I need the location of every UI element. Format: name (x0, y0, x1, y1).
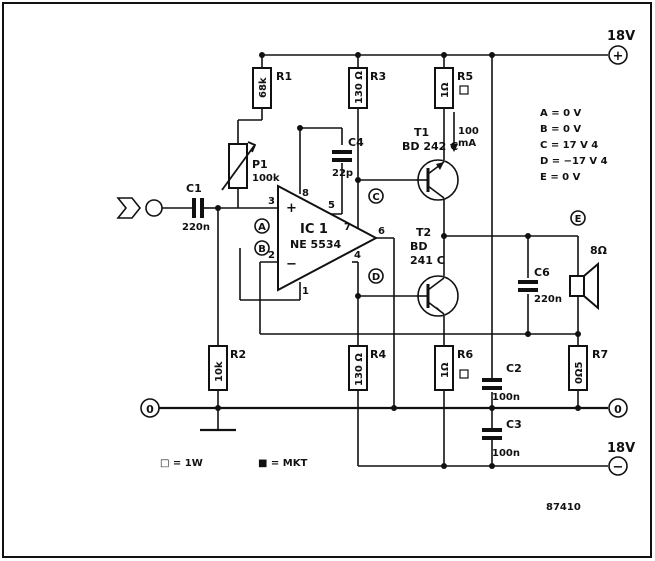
svg-text:−: − (286, 257, 297, 272)
svg-text:C6: C6 (534, 266, 550, 279)
svg-text:C3: C3 (506, 418, 522, 431)
resistor-r7: 0Ω5 R7 (568, 345, 608, 391)
test-point-e: E (570, 210, 586, 226)
svg-text:NE 5534: NE 5534 (290, 238, 342, 251)
test-point-d: D (368, 268, 384, 284)
resistor-r6: 1Ω R6 (434, 345, 473, 391)
resistor-r4: 130 Ω R4 (348, 345, 386, 391)
svg-text:10k: 10k (214, 361, 225, 382)
svg-text:5: 5 (328, 200, 335, 211)
svg-text:+: + (613, 49, 624, 64)
junction-dots (215, 52, 581, 469)
svg-text:68k: 68k (258, 77, 269, 98)
supply-negative-label: 18V (607, 441, 635, 456)
svg-text:100n: 100n (492, 392, 520, 403)
voltage-e: E = 0 V (540, 172, 581, 183)
svg-text:T1: T1 (414, 126, 429, 139)
svg-text:E: E (575, 214, 582, 225)
svg-text:100k: 100k (252, 173, 280, 184)
test-point-a: A (254, 218, 270, 234)
svg-text:T2: T2 (416, 226, 431, 239)
svg-text:R3: R3 (370, 70, 386, 83)
resistor-r1: 68k R1 (252, 67, 292, 109)
svg-text:IC 1: IC 1 (300, 222, 328, 237)
supply-negative-terminal: − 18V (607, 441, 635, 476)
input-connector (116, 197, 163, 219)
svg-text:220n: 220n (182, 222, 210, 233)
voltage-d: D = −17 V 4 (540, 156, 608, 167)
svg-text:22p: 22p (332, 168, 353, 179)
svg-text:+: + (286, 201, 297, 216)
svg-text:P1: P1 (252, 158, 268, 171)
capacitor-c4: C4 22p (332, 136, 364, 179)
svg-text:100n: 100n (492, 448, 520, 459)
svg-text:220n: 220n (534, 294, 562, 305)
svg-text:130 Ω: 130 Ω (354, 353, 365, 386)
figure-number: 87410 (546, 502, 581, 513)
resistor-r5: 1Ω R5 (434, 67, 473, 109)
svg-text:R4: R4 (370, 348, 386, 361)
capacitor-c1: C1 220n (182, 182, 210, 233)
svg-text:D: D (372, 272, 380, 283)
svg-text:C4: C4 (348, 136, 364, 149)
transistor-t2: T2 BD 241 C (410, 226, 459, 317)
supply-positive-label: 18V (607, 29, 635, 44)
svg-text:1Ω: 1Ω (440, 82, 451, 98)
svg-text:−: − (613, 460, 624, 475)
svg-text:1: 1 (302, 286, 309, 297)
svg-text:mA: mA (458, 138, 476, 149)
svg-text:BD 242 C: BD 242 C (402, 140, 458, 153)
wiring (158, 54, 608, 467)
resistor-r3: 130 Ω R3 (348, 67, 386, 109)
svg-text:A: A (258, 222, 266, 233)
capacitor-c3: C3 100n (482, 418, 522, 459)
speaker-icon: 8Ω (569, 244, 608, 311)
svg-text:B: B (258, 244, 266, 255)
svg-text:R1: R1 (276, 70, 292, 83)
svg-text:R2: R2 (230, 348, 246, 361)
svg-text:C: C (372, 192, 379, 203)
capacitor-c6: C6 220n (518, 266, 562, 305)
svg-text:130 Ω: 130 Ω (354, 71, 365, 104)
svg-text:241 C: 241 C (410, 254, 445, 267)
svg-text:R5: R5 (457, 70, 473, 83)
legend-filled: ■ = MKT (258, 458, 307, 469)
svg-text:0: 0 (614, 403, 622, 416)
svg-text:C2: C2 (506, 362, 522, 375)
svg-text:0: 0 (146, 403, 154, 416)
svg-text:7: 7 (344, 222, 351, 233)
svg-text:8: 8 (302, 188, 309, 199)
legend-square: □ = 1W (160, 458, 203, 469)
svg-text:2: 2 (268, 250, 275, 261)
voltage-b: B = 0 V (540, 124, 581, 135)
svg-text:R7: R7 (592, 348, 608, 361)
svg-text:1Ω: 1Ω (440, 362, 451, 378)
potentiometer-p1: P1 100k (221, 141, 280, 191)
test-point-c: C (368, 188, 384, 204)
voltage-table: A = 0 V B = 0 V C = 17 V 4 D = −17 V 4 E… (540, 108, 608, 183)
svg-text:100: 100 (458, 126, 479, 137)
ground-terminal-right: 0 (608, 398, 628, 418)
svg-text:R6: R6 (457, 348, 473, 361)
svg-text:6: 6 (378, 226, 385, 237)
svg-text:0Ω5: 0Ω5 (574, 362, 585, 384)
capacitor-c2: C2 100n (482, 362, 522, 403)
supply-positive-terminal: + 18V (607, 29, 635, 65)
ground-terminal-left: 0 (140, 398, 160, 418)
voltage-c: C = 17 V 4 (540, 140, 598, 151)
resistor-r2: 10k R2 (208, 345, 246, 391)
transistor-t1: T1 BD 242 C (402, 126, 459, 201)
opamp-ic1: + − IC 1 NE 5534 3 2 8 5 7 6 4 1 (268, 184, 385, 297)
svg-text:3: 3 (268, 196, 275, 207)
svg-text:4: 4 (354, 250, 361, 261)
svg-text:C1: C1 (186, 182, 202, 195)
test-point-b: B (254, 240, 270, 256)
svg-text:BD: BD (410, 240, 428, 253)
current-indicator: 100 mA (450, 112, 479, 152)
voltage-a: A = 0 V (540, 108, 582, 119)
svg-text:8Ω: 8Ω (590, 244, 608, 257)
